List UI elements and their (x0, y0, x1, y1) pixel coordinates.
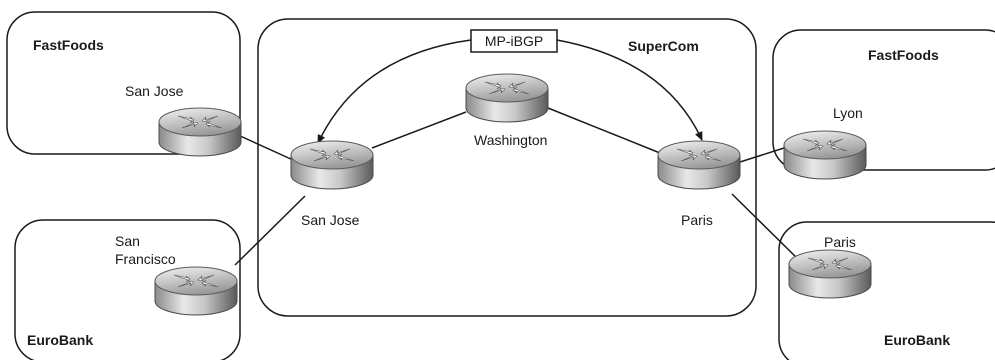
router-label-ce-san-francisco-2: Francisco (115, 251, 176, 267)
region-label-supercom: SuperCom (628, 38, 699, 54)
router-icon (783, 130, 867, 180)
router-label-lyon: Lyon (833, 105, 863, 121)
region-fastfoods-left (6, 11, 241, 155)
link-pe-sanjose-washington (371, 111, 467, 149)
mp-ibgp-arc-left (317, 39, 472, 144)
link-pe-paris-lyon (739, 147, 785, 163)
router-icon (290, 140, 374, 190)
mp-ibgp-label: MP-iBGP (485, 33, 543, 49)
link-ce-sanfrancisco-pe-sanjose (234, 195, 306, 266)
region-fastfoods-right (772, 29, 995, 171)
router-label-washington: Washington (474, 132, 547, 148)
region-eurobank-left (14, 219, 241, 360)
mp-ibgp-label-box (470, 29, 558, 53)
router-icon (657, 140, 741, 190)
router-label-ce-paris: Paris (824, 234, 856, 250)
router-icon (465, 73, 549, 123)
region-label-eurobank-right: EuroBank (884, 332, 950, 348)
link-washington-pe-paris (547, 107, 661, 154)
router-icon (158, 107, 242, 157)
link-ce-sanjose-pe-sanjose (237, 134, 294, 161)
region-label-eurobank-left: EuroBank (27, 332, 93, 348)
mp-ibgp-arc-right (556, 39, 703, 141)
router-label-pe-san-jose: San Jose (301, 212, 360, 228)
router-icon (788, 249, 872, 299)
region-eurobank-right (778, 221, 995, 360)
router-label-ce-san-jose: San Jose (125, 83, 184, 99)
router-label-pe-paris: Paris (681, 212, 713, 228)
region-supercom (257, 18, 757, 317)
region-label-fastfoods-right: FastFoods (868, 47, 939, 63)
region-label-fastfoods-left: FastFoods (33, 37, 104, 53)
router-label-ce-san-francisco-1: San (115, 233, 140, 249)
link-pe-paris-ce-paris (731, 193, 801, 262)
router-icon (154, 266, 238, 316)
